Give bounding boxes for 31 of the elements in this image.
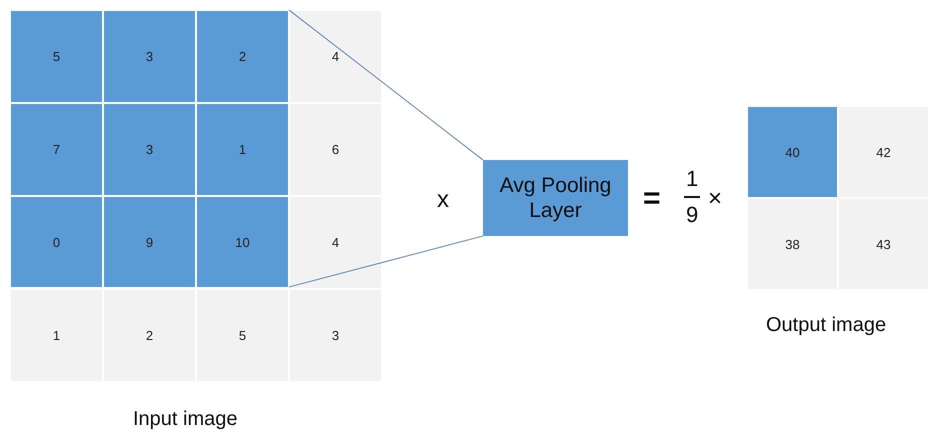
grid-cell: 3 — [103, 10, 196, 103]
grid-cell: 9 — [103, 196, 196, 289]
grid-cell: 2 — [103, 289, 196, 382]
input-caption: Input image — [133, 408, 238, 431]
grid-cell: 5 — [10, 10, 103, 103]
grid-cell: 4 — [289, 10, 382, 103]
grid-cell: 5 — [196, 289, 289, 382]
grid-cell: 1 — [196, 103, 289, 196]
grid-cell: 10 — [196, 196, 289, 289]
grid-cell: 2 — [196, 10, 289, 103]
grid-cell: 42 — [838, 106, 928, 198]
connector-line — [288, 10, 484, 160]
grid-cell: 38 — [747, 198, 838, 290]
equals-sign: = — [643, 184, 661, 214]
grid-cell: 3 — [289, 289, 382, 382]
pooling-layer-box: Avg Pooling Layer — [483, 160, 628, 236]
multiply-sign: x — [437, 188, 449, 212]
highlighted-region — [10, 10, 289, 287]
output-caption: Output image — [766, 314, 886, 337]
fraction-denominator: 9 — [686, 204, 698, 226]
grid-cell: 4 — [289, 196, 382, 289]
fraction-numerator: 1 — [686, 168, 698, 190]
grid-cell: 0 — [10, 196, 103, 289]
grid-cell: 7 — [10, 103, 103, 196]
connector-line — [288, 236, 484, 288]
grid-cell: 6 — [289, 103, 382, 196]
grid-cell: 3 — [103, 103, 196, 196]
multiply-sign: × — [708, 187, 722, 211]
grid-cell: 43 — [838, 198, 928, 290]
grid-cell: 40 — [747, 106, 838, 198]
grid-cell: 1 — [10, 289, 103, 382]
